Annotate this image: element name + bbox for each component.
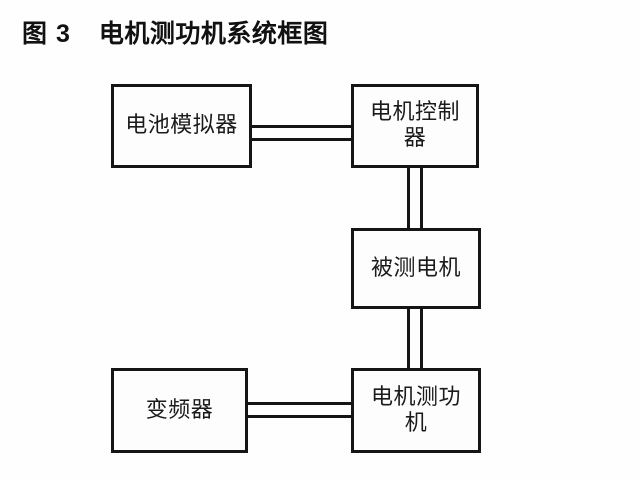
- block-test-motor-label: 被测电机: [370, 255, 461, 281]
- block-dynamometer: 电机测功机: [351, 368, 481, 453]
- connector-inverter-to-dynamometer-rail-1: [246, 402, 353, 405]
- block-motor-controller-label: 电机控制器: [369, 100, 460, 151]
- block-inverter: 变频器: [111, 368, 248, 453]
- connector-battery-sim-to-motor-controller-rail-1: [250, 125, 353, 128]
- block-battery-simulator: 电池模拟器: [111, 84, 252, 168]
- block-test-motor: 被测电机: [351, 228, 481, 309]
- connector-test-motor-to-dynamometer-rail-2: [420, 307, 423, 370]
- connector-motor-controller-to-test-motor-rail-2: [420, 166, 423, 230]
- connector-battery-sim-to-motor-controller-rail-2: [250, 138, 353, 141]
- figure-number: 图 3: [22, 20, 71, 48]
- connector-test-motor-to-dynamometer-rail-1: [407, 307, 410, 370]
- block-dynamometer-label: 电机测功机: [370, 384, 461, 436]
- figure-title: 电机测功机系统框图: [98, 20, 329, 48]
- connector-motor-controller-to-test-motor-rail-1: [407, 166, 410, 230]
- connector-inverter-to-dynamometer-rail-2: [246, 415, 353, 418]
- figure-caption: 图 3 电机测功机系统框图: [22, 14, 328, 50]
- block-battery-simulator-label: 电池模拟器: [125, 113, 238, 139]
- block-motor-controller: 电机控制器: [351, 84, 479, 168]
- block-inverter-label: 变频器: [145, 397, 214, 423]
